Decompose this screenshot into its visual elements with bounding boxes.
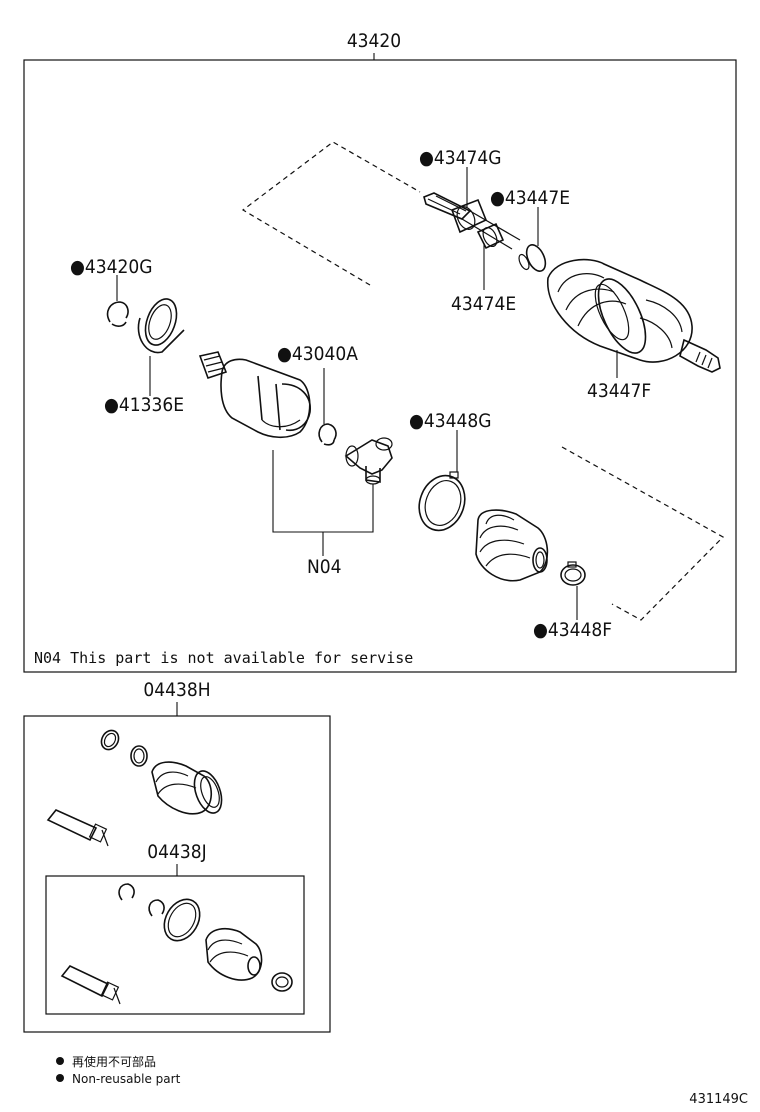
callout-43447E[interactable]: ●43447E <box>490 187 570 209</box>
assembly-frame <box>23 59 737 673</box>
callout-43474G[interactable]: ●43474G <box>419 147 502 169</box>
kit-h-boot <box>151 761 223 815</box>
snap-ring-43420G <box>106 301 129 327</box>
snap-ring-43040A <box>318 423 337 446</box>
grease-tube-icon <box>46 809 109 847</box>
kit-04438H-number[interactable]: 04438H <box>143 679 210 701</box>
kit-h-collar <box>100 729 120 751</box>
kit-04438H: 04438H <box>23 679 331 1033</box>
callout-43474E[interactable]: 43474E <box>451 293 516 315</box>
callout-43420G[interactable]: ●43420G <box>70 256 153 278</box>
boot-clamp-43448F <box>560 561 586 586</box>
kit-04438H-frame <box>23 715 331 1033</box>
kit-04438J: 04438J <box>45 841 305 1015</box>
kit-04438J-number[interactable]: 04438J <box>147 841 206 863</box>
assembly-43420: 43420 <box>23 30 737 673</box>
boot-clamp-43448G <box>418 471 466 532</box>
legend-english: Non-reusable part <box>72 1072 181 1086</box>
outer-boot-43447F <box>547 258 693 363</box>
leader-lines <box>116 167 618 620</box>
callout-43448G[interactable]: ●43448G <box>409 410 492 432</box>
legend: 再使用不可部品 Non-reusable part <box>56 1054 181 1086</box>
kit-04438J-frame <box>45 875 305 1015</box>
legend-japanese: 再使用不可部品 <box>72 1054 156 1069</box>
clamp-43447E <box>518 244 547 272</box>
diagram-code: 431149C <box>689 1092 748 1107</box>
callout-N04[interactable]: N04 <box>307 556 342 578</box>
non-reusable-dot-icon <box>56 1057 64 1065</box>
non-reusable-dot-icon <box>56 1074 64 1082</box>
kit-j-ring <box>148 899 165 917</box>
callout-43448F[interactable]: ●43448F <box>533 619 612 641</box>
callout-labels: ●43474G ●43447E 43474E 43447F ●43420G ●4… <box>70 147 651 641</box>
kit-j-boot <box>205 927 263 981</box>
callout-41336E[interactable]: ●41336E <box>104 394 184 416</box>
inboard-joint-housing <box>198 351 311 439</box>
damper-ring-43474G <box>450 198 488 234</box>
boot-group-outline <box>561 446 724 621</box>
kit-j-snap-ring <box>118 883 135 901</box>
kit-h-clamp <box>130 745 148 767</box>
outer-stub-shaft <box>679 338 721 373</box>
collar-43474E <box>476 222 505 250</box>
inner-boot <box>475 509 549 582</box>
assembly-number[interactable]: 43420 <box>347 30 401 52</box>
callout-43447F[interactable]: 43447F <box>587 380 651 402</box>
kit-j-small-clamp <box>271 972 293 992</box>
tripod-joint <box>344 437 393 485</box>
grease-tube-icon <box>60 965 121 1005</box>
outer-joint-group-outline <box>241 141 421 286</box>
dust-deflector-41336E <box>137 298 185 354</box>
callout-43040A[interactable]: ●43040A <box>277 343 358 365</box>
outer-shaft-end <box>423 192 521 250</box>
kit-j-large-clamp <box>163 898 201 942</box>
availability-note: N04 This part is not available for servi… <box>34 649 413 667</box>
